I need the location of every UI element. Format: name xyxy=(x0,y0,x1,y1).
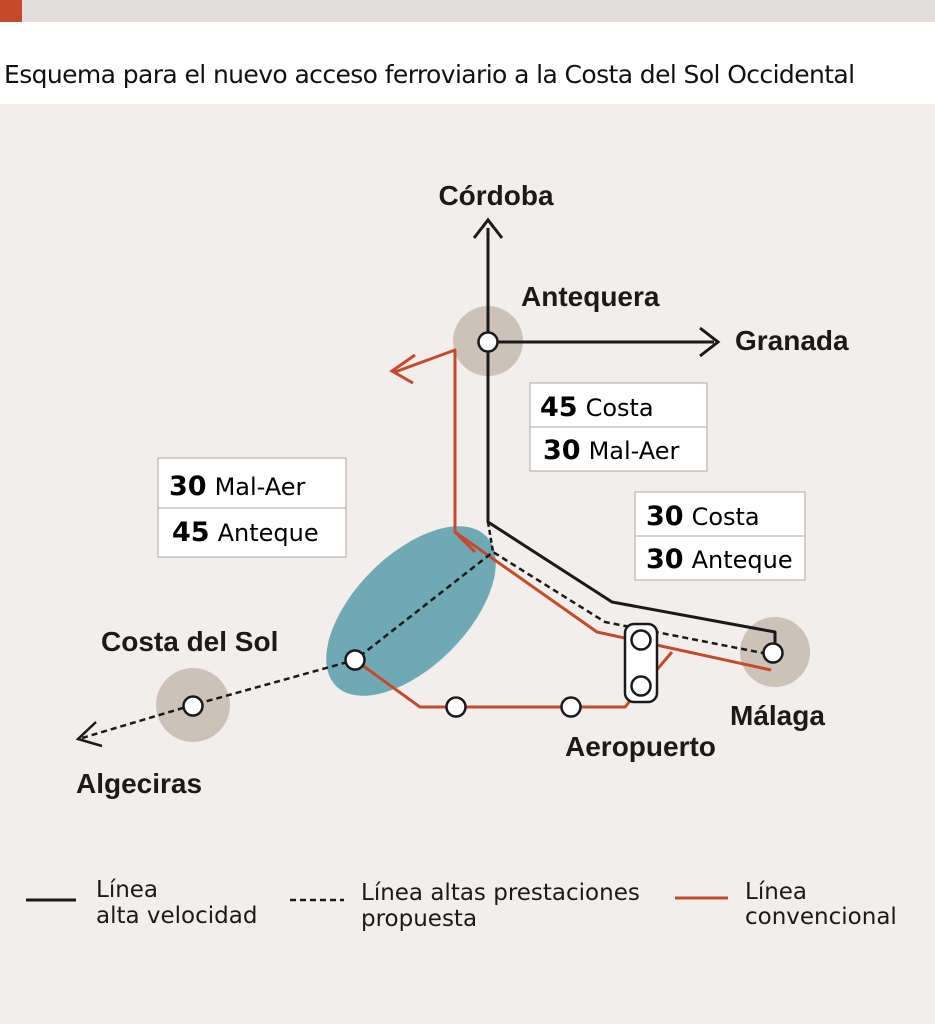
legend-proposed-line1: Línea altas prestaciones xyxy=(361,880,640,906)
station-airport-1 xyxy=(630,629,652,651)
conventional-line-airport xyxy=(453,530,477,554)
box2-row1-value: 30 xyxy=(169,471,207,502)
high-speed-line-south xyxy=(486,342,777,652)
teal-zone xyxy=(326,526,496,696)
box2-row1-label: Mal-Aer xyxy=(215,473,306,501)
header: Esquema para el nuevo acceso ferroviario… xyxy=(0,22,935,104)
station-malaga xyxy=(762,642,784,664)
legend-conventional-line2: convencional xyxy=(745,904,897,930)
box2-row2-value: 45 xyxy=(172,517,210,548)
box3-row2-label: Anteque xyxy=(692,546,793,574)
legend-high-speed-line1: Línea xyxy=(96,877,158,903)
label-antequera: Antequera xyxy=(521,281,660,312)
legend-high-speed-line2: alta velocidad xyxy=(96,903,257,929)
station-costa-del-sol xyxy=(344,649,366,671)
box2-row2-label: Anteque xyxy=(218,519,319,547)
legend-conventional-line1: Línea xyxy=(745,879,807,905)
time-box-costa: 30 Mal-Aer 45 Anteque xyxy=(157,457,347,558)
arrow-west-head xyxy=(389,353,416,385)
station-airport-2 xyxy=(630,675,652,697)
box3-row1-label: Costa xyxy=(692,503,760,531)
label-granada: Granada xyxy=(735,325,849,356)
station-algeciras-side xyxy=(182,695,204,717)
label-malaga: Málaga xyxy=(730,700,825,731)
station-intermediate-2 xyxy=(560,696,582,718)
arrow-north-head xyxy=(472,217,504,239)
legend: Línea alta velocidad Línea altas prestac… xyxy=(26,877,897,932)
box1-row2-value: 30 xyxy=(543,435,581,466)
proposed-line-spur xyxy=(486,521,495,553)
arrow-east-head xyxy=(699,326,721,358)
accent-square xyxy=(0,0,22,22)
proposed-line-main xyxy=(81,550,774,740)
label-algeciras: Algeciras xyxy=(76,768,202,799)
box3-row2-value: 30 xyxy=(646,544,684,575)
page-title: Esquema para el nuevo acceso ferroviario… xyxy=(4,60,855,89)
label-costa-del-sol: Costa del Sol xyxy=(101,626,278,657)
station-antequera xyxy=(477,331,499,353)
box1-row1-value: 45 xyxy=(540,392,578,423)
box1-row1-label: Costa xyxy=(586,394,654,422)
station-intermediate-1 xyxy=(445,696,467,718)
top-bar xyxy=(0,0,935,22)
box1-row2-label: Mal-Aer xyxy=(589,437,680,465)
box3-row1-value: 30 xyxy=(646,501,684,532)
legend-proposed-line2: propuesta xyxy=(361,906,477,932)
label-aeropuerto: Aeropuerto xyxy=(565,731,716,762)
label-cordoba: Córdoba xyxy=(438,180,554,211)
railway-diagram: Córdoba Antequera Granada Costa del Sol … xyxy=(26,180,897,932)
time-box-antequera: 45 Costa 30 Mal-Aer xyxy=(529,382,708,472)
arrow-southwest-head xyxy=(75,721,103,748)
